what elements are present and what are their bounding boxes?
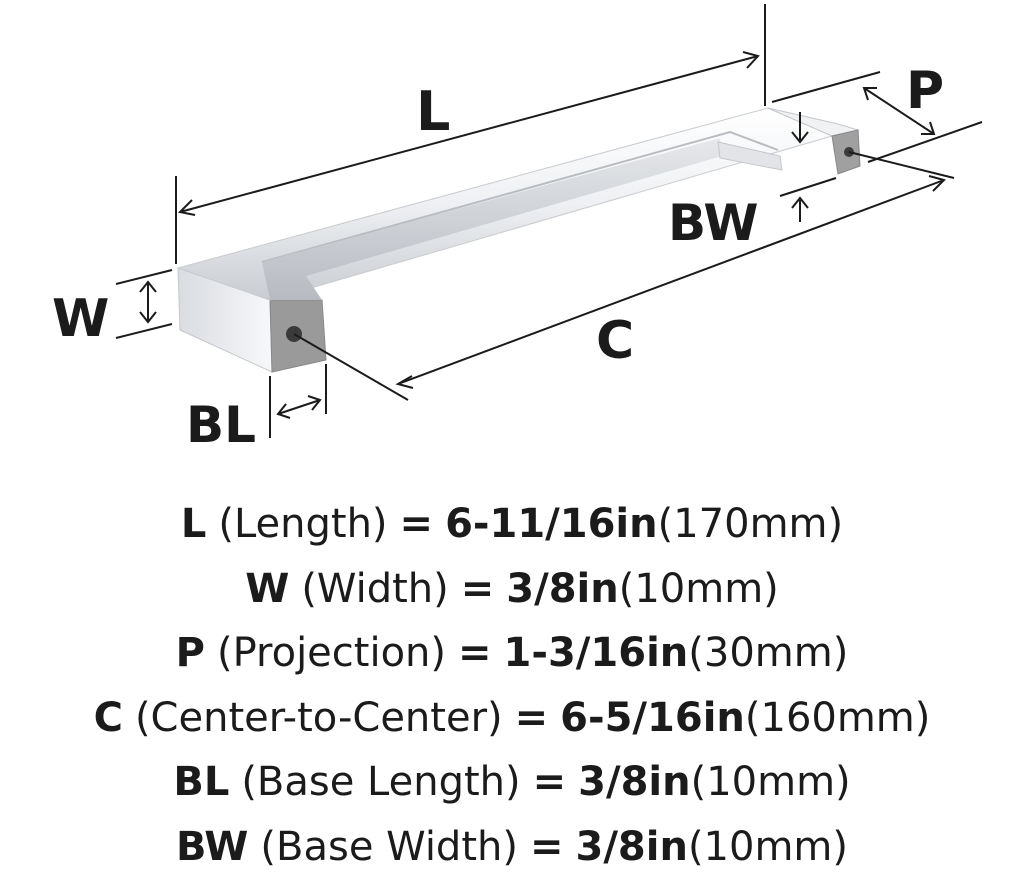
label-l: L (416, 80, 450, 143)
l-arrow-right (742, 51, 760, 69)
spec-imperial: 6-5/16in (560, 694, 745, 741)
spec-metric: (30mm) (688, 630, 849, 676)
spec-row-projection: P (Projection) = 1-3/16in (30mm) (0, 621, 1024, 686)
dimension-lines (115, 4, 983, 438)
spec-imperial: 3/8in (506, 565, 619, 612)
spec-row-base-width: BW (Base Width) = 3/8in (10mm) (0, 815, 1024, 880)
handle-dimension-diagram: L W P C BL BW (52, 4, 983, 454)
w-arrow-bottom (139, 311, 157, 324)
bl-arrow-left (276, 403, 291, 419)
p-dimension-line (863, 87, 935, 135)
spec-row-center-to-center: C (Center-to-Center) = 6-5/16in (160mm) (0, 686, 1024, 751)
spec-name: (Width) (301, 565, 449, 612)
spec-row-width: W (Width) = 3/8in (10mm) (0, 557, 1024, 622)
spec-metric: (160mm) (744, 694, 931, 741)
spec-name: (Length) (218, 501, 388, 547)
spec-code: C (93, 694, 123, 741)
spec-code: BL (173, 759, 230, 805)
spec-row-base-length: BL (Base Length) = 3/8in (10mm) (0, 750, 1024, 815)
p-arrow-bottom (921, 121, 936, 135)
spec-name: (Center-to-Center) (134, 694, 503, 741)
spec-imperial: 3/8in (578, 759, 691, 805)
w-arrow-top (139, 280, 157, 293)
spec-equals: = (529, 823, 564, 870)
bw-arrow-top (791, 131, 809, 144)
spec-row-length: L (Length) = 6-11/16in (170mm) (0, 492, 1024, 557)
spec-name: (Base Length) (241, 759, 521, 805)
spec-equals: = (532, 759, 567, 805)
dimension-spec-list: L (Length) = 6-11/16in (170mm) W (Width)… (0, 492, 1024, 879)
c-arrow-left (395, 375, 414, 389)
c-arrow-right (928, 175, 946, 192)
bw-arrow-bottom (791, 196, 809, 209)
spec-imperial: 3/8in (575, 823, 688, 870)
spec-equals: = (460, 565, 495, 612)
spec-imperial: 6-11/16in (445, 501, 658, 547)
bw-extension-bottom (779, 177, 837, 197)
right-post-side (717, 141, 783, 171)
spec-metric: (10mm) (690, 759, 851, 805)
p-arrow-top (862, 87, 877, 101)
spec-name: (Projection) (217, 630, 447, 676)
spec-imperial: 1-3/16in (503, 630, 689, 676)
spec-metric: (10mm) (618, 565, 779, 612)
spec-code: W (245, 565, 290, 612)
bl-arrow-right (307, 395, 322, 411)
w-extension-bottom (115, 323, 173, 339)
label-bw: BW (668, 194, 759, 252)
handle-bar (176, 107, 861, 373)
spec-metric: (170mm) (657, 501, 844, 547)
spec-metric: (10mm) (687, 823, 848, 870)
p-extension-top (771, 71, 881, 103)
w-extension-top (115, 269, 173, 285)
spec-equals: = (458, 630, 492, 676)
spec-code: P (175, 630, 205, 676)
label-p: P (906, 61, 944, 121)
bar-front-face (262, 138, 722, 300)
label-w: W (52, 289, 109, 349)
l-arrow-left (177, 199, 196, 216)
spec-equals: = (514, 694, 549, 741)
label-bl: BL (186, 396, 256, 454)
spec-code: L (180, 501, 207, 547)
p-extension-bottom (867, 121, 983, 163)
c-dimension-line (397, 179, 945, 385)
spec-equals: = (399, 501, 434, 547)
c-centerline-left (293, 333, 409, 401)
bar-inner-edge (261, 130, 779, 263)
spec-code: BW (176, 823, 249, 870)
bl-dimension-line (277, 399, 321, 415)
spec-name: (Base Width) (260, 823, 518, 870)
label-c: C (596, 311, 634, 371)
c-centerline-right (848, 151, 955, 179)
l-dimension-line (179, 55, 759, 213)
